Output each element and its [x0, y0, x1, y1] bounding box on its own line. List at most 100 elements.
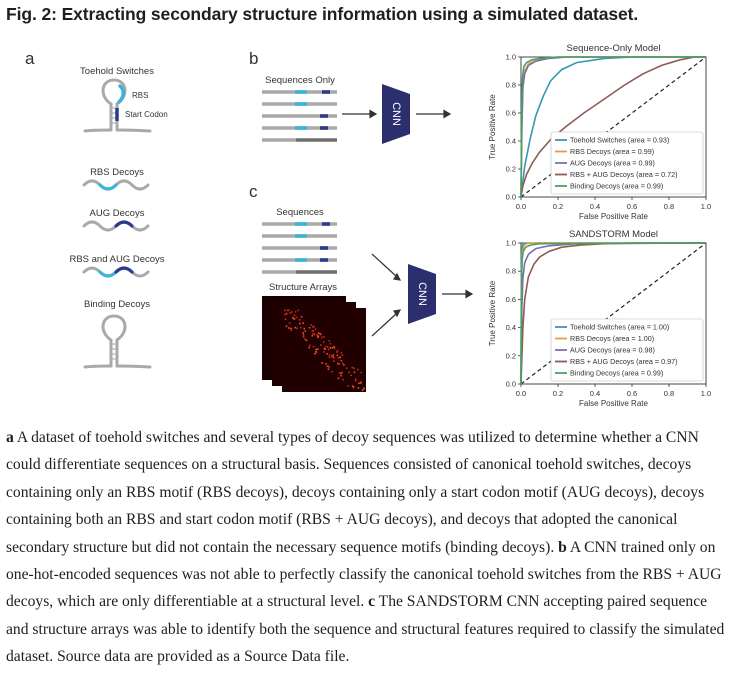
x-tick-label: 1.0 [701, 389, 711, 398]
structure-pixel [298, 319, 301, 321]
structure-pixel [327, 348, 330, 351]
x-axis-label: False Positive Rate [579, 399, 648, 408]
legend-entry: Toehold Switches (area = 1.00) [570, 323, 669, 332]
x-tick-label: 0.6 [627, 389, 637, 398]
structure-pixel [304, 338, 306, 341]
binding-decoys-label: Binding Decoys [84, 299, 150, 310]
structure-pixel [353, 367, 355, 370]
structure-pixel [317, 332, 320, 334]
structure-pixel [342, 378, 344, 381]
structure-pixel [351, 385, 354, 387]
structure-pixel [348, 371, 350, 374]
structure-pixel [308, 327, 311, 329]
structure-pixel [329, 343, 332, 345]
structure-pixel [330, 355, 333, 357]
y-tick-label: 0.4 [506, 323, 516, 332]
structure-pixel [285, 325, 288, 328]
aug-decoys-label: AUG Decoys [90, 208, 145, 219]
structure-pixel [326, 346, 329, 348]
structure-arrays-label: Structure Arrays [269, 282, 337, 293]
x-tick-label: 0.4 [590, 202, 600, 211]
structure-pixel [316, 334, 318, 336]
x-tick-label: 0.8 [664, 202, 674, 211]
structure-pixel [343, 364, 345, 366]
structure-pixel [328, 340, 330, 342]
structure-pixel [315, 348, 317, 351]
structure-pixel [332, 353, 335, 356]
structure-pixel [332, 355, 334, 357]
x-tick-label: 0.8 [664, 389, 674, 398]
structure-pixel [293, 318, 296, 320]
structure-pixel [314, 352, 316, 355]
structure-pixel [353, 371, 356, 374]
structure-pixel [308, 346, 310, 349]
structure-pixel [310, 324, 312, 326]
caption-a-text: A dataset of toehold switches and severa… [6, 429, 705, 556]
structure-pixel [337, 357, 340, 359]
legend-entry: AUG Decoys (area = 0.99) [570, 159, 655, 168]
structure-pixel [332, 356, 334, 358]
structure-pixel [292, 318, 295, 320]
structure-pixel [331, 356, 333, 358]
structure-pixel [333, 347, 336, 350]
structure-pixel [311, 335, 314, 337]
structure-pixel [315, 351, 317, 353]
y-tick-label: 0.8 [506, 81, 516, 90]
structure-pixel [288, 327, 290, 329]
structure-pixel [338, 372, 341, 374]
structure-pixel [302, 332, 304, 334]
legend-entry: RBS Decoys (area = 1.00) [570, 334, 654, 343]
cnn-block-c [408, 264, 436, 324]
structure-pixel [294, 310, 297, 313]
structure-pixel [323, 336, 325, 338]
structure-pixel [300, 315, 303, 318]
binding-decoy-hairpin [83, 314, 152, 369]
structure-pixel [296, 327, 298, 330]
legend-entry: RBS + AUG Decoys (area = 0.72) [570, 170, 677, 179]
structure-pixel [336, 362, 339, 365]
structure-pixel [289, 312, 291, 314]
structure-pixel [322, 341, 325, 343]
y-tick-label: 0.2 [506, 165, 516, 174]
figure-title: Fig. 2: Extracting secondary structure i… [6, 4, 639, 24]
structure-pixel [299, 322, 301, 325]
structure-pixel [302, 335, 305, 338]
roc-series-line [520, 56, 706, 198]
panel-label-c: c [249, 182, 258, 201]
structure-pixel [350, 374, 352, 377]
rbs-motif-mark [117, 84, 125, 104]
structure-pixel [352, 386, 355, 388]
rbs-aug-decoy-aug-motif [114, 266, 134, 274]
roc-series-line [520, 56, 706, 198]
sequences-label: Sequences [276, 207, 324, 218]
binding-decoy-rungs [111, 343, 117, 360]
structure-pixel [285, 312, 288, 315]
structure-pixel [361, 389, 364, 392]
structure-pixel [303, 327, 306, 330]
structure-pixel [313, 333, 316, 336]
y-tick-label: 0.2 [506, 351, 516, 360]
structure-pixel [302, 334, 305, 336]
structure-pixel [333, 357, 335, 359]
structure-pixel [312, 325, 314, 328]
structure-pixel [312, 332, 314, 335]
roc-series-line [520, 56, 706, 198]
structure-pixel [309, 344, 311, 347]
structure-pixel [336, 354, 339, 357]
structure-pixel [337, 377, 340, 380]
x-axis-label: False Positive Rate [579, 212, 648, 221]
x-tick-label: 0.6 [627, 202, 637, 211]
structure-pixel [304, 330, 307, 332]
structure-pixel [328, 354, 331, 356]
x-tick-label: 0.4 [590, 389, 600, 398]
legend-entry: Binding Decoys (area = 0.99) [570, 182, 663, 191]
caption-c-label: c [368, 593, 376, 611]
structure-pixel [305, 339, 308, 342]
structure-pixel [325, 363, 327, 365]
structure-arrays-stack [262, 296, 366, 392]
structure-pixel [288, 309, 290, 312]
rbs-label: RBS [132, 91, 148, 100]
structure-pixel [339, 356, 341, 359]
structure-pixel [333, 346, 335, 348]
